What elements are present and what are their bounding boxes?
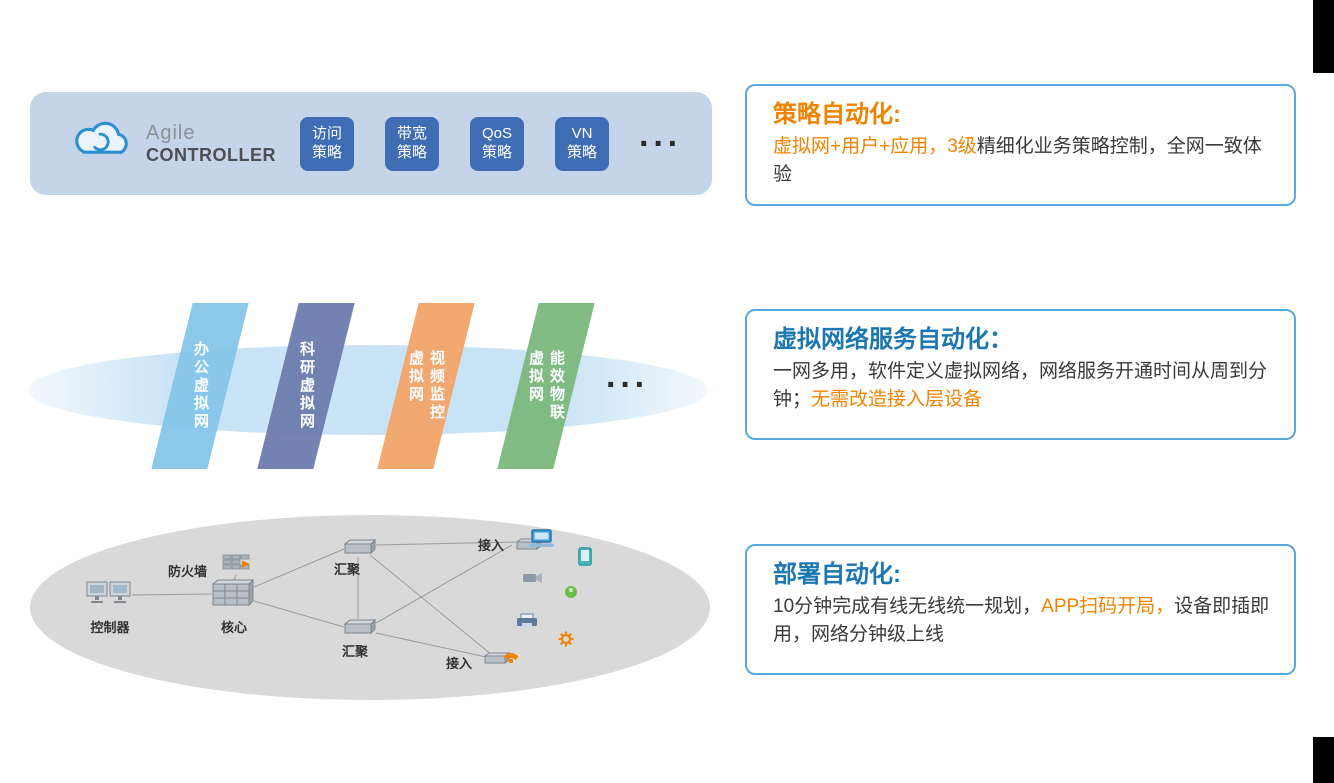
policy-tile-vn: VN 策略	[555, 116, 609, 171]
aggregation-switch-top	[343, 538, 377, 560]
printer-icon	[516, 613, 538, 634]
policy-tile-vn-line1: VN	[571, 124, 593, 142]
access-bottom-label: 接入	[446, 656, 473, 671]
vn-plane-research-label: 科研虚拟网	[297, 341, 315, 431]
cloud-icon	[72, 119, 134, 168]
aggregation-bottom-label: 汇聚	[342, 644, 369, 659]
banner-ellipsis: ···	[639, 124, 682, 163]
policy-tile-access-line2: 策略	[311, 143, 342, 161]
aggregation-switch-bottom-icon	[343, 618, 377, 639]
tablet-icon	[578, 547, 592, 571]
controller-icon	[86, 581, 132, 609]
vn-ellipsis: ···	[606, 366, 649, 404]
body-segment-highlight: 虚拟网+用户+应用，3级	[773, 136, 977, 158]
aggregation-switch-top-icon	[343, 538, 377, 559]
physical-network-ellipse: 控制器 防火墙	[30, 515, 710, 700]
callout-deployment-automation-body: 10分钟完成有线无线统一规划，APP扫码开局，设备即插即用，网络分钟级上线	[773, 593, 1274, 648]
firewall-label: 防火墙	[168, 564, 208, 579]
callout-policy-automation: 策略自动化: 虚拟网+用户+应用，3级精细化业务策略控制，全网一致体验	[745, 84, 1296, 206]
callout-deployment-automation: 部署自动化: 10分钟完成有线无线统一规划，APP扫码开局，设备即插即用，网络分…	[745, 544, 1296, 675]
controller-label: 控制器	[90, 620, 130, 635]
policy-tile-vn-line2: 策略	[566, 143, 597, 161]
policy-tile-qos: QoS 策略	[470, 116, 524, 171]
body-segment-highlight: APP扫码开局，	[1041, 596, 1175, 618]
callout-deployment-automation-title: 部署自动化:	[773, 561, 901, 588]
firewall-node	[222, 553, 252, 580]
callout-policy-automation-body: 虚拟网+用户+应用，3级精细化业务策略控制，全网一致体验	[773, 133, 1274, 188]
body-segment-highlight: 无需改造接入层设备	[811, 388, 983, 410]
bottom-right-black-bar	[1313, 737, 1334, 783]
vn-plane-video-label: 视频监控 虚拟网	[407, 350, 445, 422]
core-switch-node	[211, 578, 255, 614]
vn-plane-office-label: 办公虚拟网	[191, 341, 209, 431]
laptop-icon	[528, 529, 556, 554]
policy-tile-qos-line2: 策略	[481, 143, 512, 161]
core-switch-icon	[211, 578, 255, 613]
top-right-black-bar	[1313, 0, 1334, 73]
callout-policy-automation-title: 策略自动化:	[773, 101, 901, 128]
brand-name-agile: Agile	[146, 121, 196, 144]
callout-vn-service-automation-title: 虚拟网络服务自动化：	[773, 326, 1013, 353]
policy-tile-bandwidth: 带宽 策略	[385, 116, 439, 171]
callout-vn-service-automation-body: 一网多用，软件定义虚拟网络，网络服务开通时间从周到分钟；无需改造接入层设备	[773, 358, 1274, 413]
policy-tile-access-line1: 访问	[311, 124, 342, 142]
access-top-label: 接入	[478, 538, 505, 553]
controller-node	[86, 581, 132, 610]
policy-tiles: 访问 策略 带宽 策略 QoS 策略 VN 策略	[300, 116, 609, 171]
core-label: 核心	[220, 620, 247, 635]
ip-phone-icon	[502, 651, 520, 670]
vn-plane-energy-label: 能效物联 虚拟网	[527, 350, 565, 422]
wifi-ap-icon	[564, 585, 578, 604]
gear-icon	[558, 631, 574, 652]
policy-tile-access: 访问 策略	[300, 116, 354, 171]
policy-tile-bandwidth-line1: 带宽	[396, 124, 427, 142]
controller-banner: Agile CONTROLLER 访问 策略 带宽 策略 QoS 策略 VN 策…	[30, 92, 712, 195]
policy-tile-bandwidth-line2: 策略	[396, 143, 427, 161]
camera-icon	[522, 571, 544, 590]
aggregation-top-label: 汇聚	[334, 562, 361, 577]
agile-controller-logo: Agile CONTROLLER	[72, 119, 300, 168]
policy-tile-qos-line1: QoS	[481, 124, 512, 142]
aggregation-switch-bottom	[343, 618, 377, 640]
brand-name-controller: CONTROLLER	[146, 144, 276, 165]
body-segment: 一网多用，软件定义虚拟网络，网络服务开通时间从周到分钟；	[773, 361, 1268, 410]
firewall-icon	[222, 554, 252, 579]
body-segment: 10分钟完成有线无线统一规划，	[773, 596, 1042, 618]
virtual-network-band	[28, 345, 708, 435]
body-segment: 精细化业务策略控制，全网一致体验	[773, 136, 1262, 185]
body-segment: 设备即插即用，网络分钟级上线	[773, 596, 1270, 645]
callout-vn-service-automation: 虚拟网络服务自动化： 一网多用，软件定义虚拟网络，网络服务开通时间从周到分钟；无…	[745, 309, 1296, 440]
